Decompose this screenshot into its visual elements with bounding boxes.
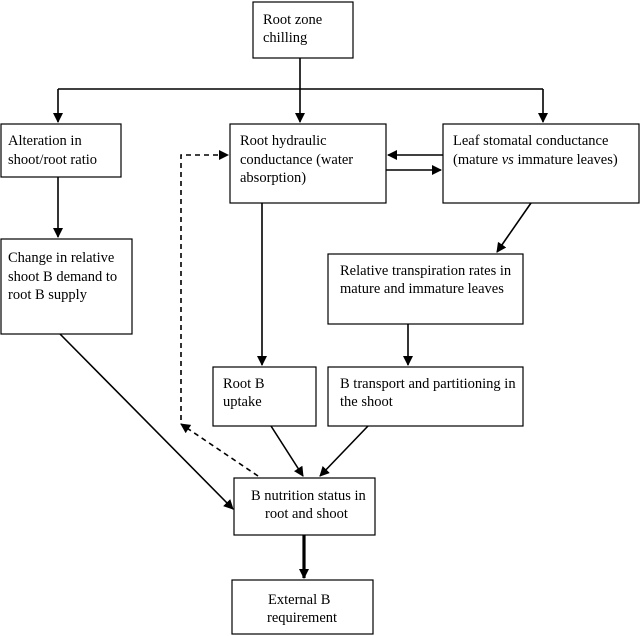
label-b-nutrition-status: B nutrition status in root and shoot	[251, 488, 369, 522]
dashed-feedback-to-hydraulic	[180, 150, 229, 420]
box-root-hydraulic	[229, 123, 387, 204]
label-root-zone-chilling: Root zone chilling	[263, 12, 326, 46]
box-leaf-stomatal	[442, 123, 640, 204]
box-relative-transpiration	[327, 253, 524, 325]
label-b-transport: B transport and partitioning in the shoo…	[340, 376, 519, 410]
arrow-demand-to-nutrition	[59, 333, 234, 510]
arrow-transport-to-nutrition	[319, 425, 369, 477]
label-relative-transpiration: Relative transpiration rates in mature a…	[340, 263, 515, 297]
box-relative-demand	[0, 238, 133, 335]
box-b-nutrition-status	[233, 477, 376, 536]
connectors	[53, 58, 548, 579]
box-shoot-root-ratio	[0, 123, 122, 178]
label-root-hydraulic: Root hydraulic conductance (water absorp…	[240, 133, 357, 186]
box-root-b-uptake	[212, 366, 317, 427]
label-relative-demand: Change in relative shoot B demand to roo…	[8, 250, 121, 303]
arrow-uptake-to-nutrition	[270, 425, 304, 477]
label-external-b: External B requirement	[267, 592, 337, 626]
label-leaf-stomatal: Leaf stomatal conductance (mature vs imm…	[453, 133, 618, 168]
label-shoot-root-ratio: Alteration in shoot/root ratio	[8, 133, 97, 168]
label-leaf-stomatal-line2: (mature vs immature leaves)	[453, 152, 618, 168]
box-root-zone-chilling	[252, 1, 354, 59]
label-root-b-uptake: Root B uptake	[223, 376, 268, 410]
box-external-b	[231, 579, 374, 635]
box-b-transport	[327, 366, 524, 427]
arrow-stomatal-to-transpiration	[496, 202, 532, 253]
dashed-feedback-from-nutrition	[180, 423, 259, 477]
labels: Root zone chilling Alteration in shoot/r…	[8, 12, 618, 626]
label-italic-vs: vs	[502, 152, 514, 168]
